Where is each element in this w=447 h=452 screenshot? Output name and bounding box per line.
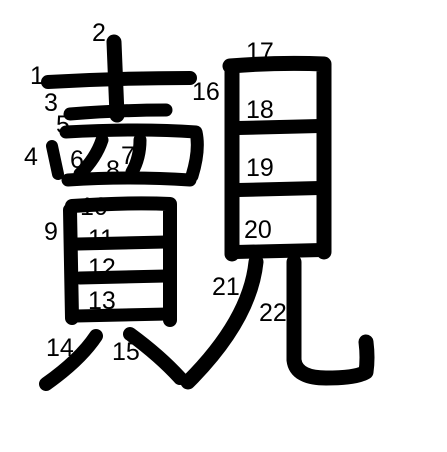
stroke-number-8: 8: [106, 156, 120, 184]
stroke-number-6: 6: [70, 146, 84, 174]
stroke-number-3: 3: [44, 89, 58, 117]
stroke-15-path: [123, 327, 187, 385]
stroke-4-path: [46, 140, 64, 180]
stroke-11-path: [71, 235, 173, 251]
stroke-12-path: [73, 269, 173, 285]
stroke-number-14: 14: [46, 334, 74, 362]
stroke-number-16: 16: [192, 78, 220, 106]
stroke-number-12: 12: [88, 254, 116, 282]
stroke-number-9: 9: [44, 218, 58, 246]
stroke-13-path: [69, 307, 175, 323]
stroke-number-10: 10: [80, 193, 108, 221]
stroke-number-11: 11: [88, 225, 114, 253]
stroke-number-21: 21: [212, 273, 240, 301]
stroke-2-path: [106, 34, 125, 123]
stroke-number-1: 1: [30, 62, 44, 90]
stroke-number-20: 20: [244, 216, 272, 244]
stroke-number-labels: 1 2 3 4 5 6 7 8 9 10 11 12 13 14 15 16 1…: [24, 19, 287, 366]
stroke-number-19: 19: [246, 154, 274, 182]
stroke-number-4: 4: [24, 143, 38, 171]
stroke-number-13: 13: [88, 287, 116, 315]
stroke-number-18: 18: [246, 96, 274, 124]
stroke-number-2: 2: [92, 19, 106, 47]
stroke-6-path: [73, 133, 109, 181]
stroke-17-path: [222, 55, 332, 260]
stroke-paths: [39, 34, 375, 391]
stroke-20-path: [229, 243, 329, 259]
stroke-number-17: 17: [246, 38, 274, 66]
stroke-14-path: [39, 329, 103, 391]
stroke-10-path: [65, 196, 177, 327]
stroke-number-15: 15: [112, 338, 140, 366]
stroke-7-path: [125, 133, 147, 179]
stroke-22-path: [286, 254, 375, 386]
stroke-5-path: [59, 123, 204, 183]
stroke-18-path: [231, 119, 327, 135]
stroke-number-22: 22: [259, 299, 287, 327]
stroke-8-path: [61, 171, 197, 187]
stroke-3-path: [63, 103, 173, 121]
stroke-number-7: 7: [121, 142, 135, 170]
stroke-9-path: [63, 203, 79, 325]
stroke-21-path: [180, 254, 264, 390]
stroke-number-5: 5: [56, 111, 70, 139]
stroke-19-path: [231, 181, 327, 197]
